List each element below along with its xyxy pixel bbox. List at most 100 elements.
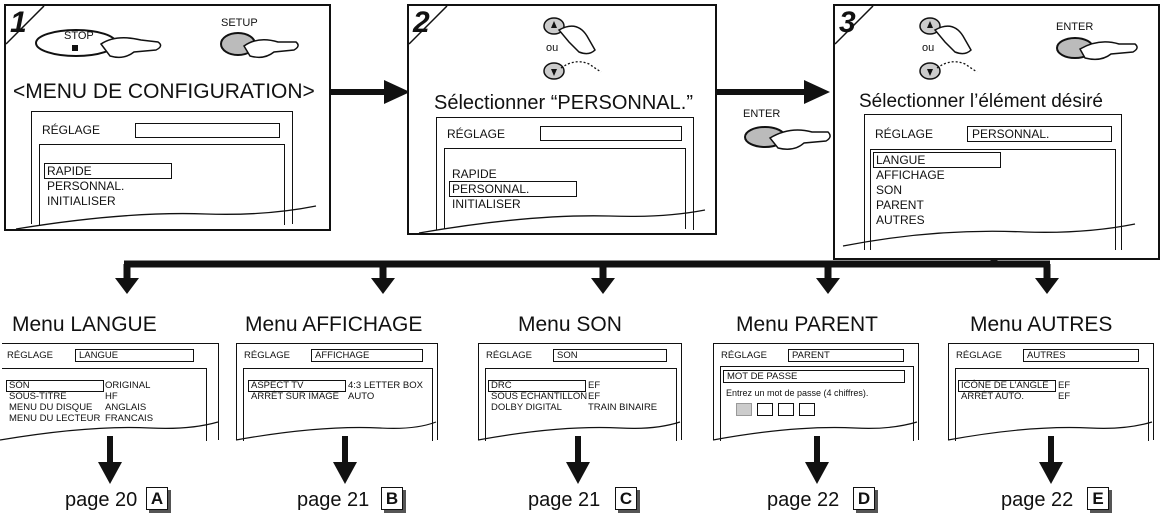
highlight-box — [488, 380, 586, 392]
menu-autres-screen: RÉGLAGE AUTRES ICÔNE DE L’ANGLE EF ARRÊT… — [948, 343, 1154, 441]
list-item: AFFICHAGE — [876, 168, 945, 182]
screen-header-label: RÉGLAGE — [244, 350, 290, 361]
or-label: ou — [922, 42, 935, 54]
row-label: DRC — [491, 380, 512, 391]
step-2-curl — [418, 209, 706, 233]
screen-list: LANGUE AFFICHAGE SON PARENT AUTRES — [870, 149, 1116, 250]
enter-button-label: ENTER — [1056, 21, 1094, 33]
step-1-panel: 1 STOP SETUP <MENU DE CONFIGURATION> RÉG… — [4, 4, 331, 231]
letter-d-badge: D — [853, 487, 875, 510]
highlight-box — [449, 181, 577, 197]
step-1-screen: RÉGLAGE RAPIDE PERSONNAL. INITIALISER — [31, 111, 293, 225]
letter-c-badge: C — [615, 487, 637, 510]
menu-parent-screen: RÉGLAGE PARENT MOT DE PASSE Entrez un mo… — [713, 343, 919, 441]
row-label: DOLBY DIGITAL — [491, 402, 562, 413]
row-value: EF — [1058, 391, 1071, 402]
menu-langue-screen: RÉGLAGE LANGUE SON ORIGINAL SOUS-TITRE H… — [2, 343, 219, 441]
screen-header-value-text: AFFICHAGE — [315, 350, 370, 361]
password-digit-4[interactable] — [799, 403, 815, 416]
step-3-panel: 3 ou ENTER Sélectionner l’élément désiré… — [833, 4, 1160, 260]
row-label: ARRÊT AUTO. — [961, 391, 1024, 402]
row-value: ORIGINAL — [105, 380, 151, 391]
screen-header-value-text: PERSONNAL. — [972, 127, 1050, 141]
highlight-box — [958, 380, 1056, 392]
password-digit-1[interactable] — [736, 403, 752, 416]
password-digit-2[interactable] — [757, 403, 773, 416]
menu-langue-title: Menu LANGUE — [12, 313, 157, 336]
row-value: TRAIN BINAIRE — [588, 402, 658, 413]
password-digit-3[interactable] — [778, 403, 794, 416]
page-ref-a: page 20 — [65, 489, 138, 511]
highlight-box — [6, 380, 104, 392]
setup-button-label: SETUP — [221, 17, 258, 29]
highlight-box — [248, 380, 346, 392]
step-2-screen: RÉGLAGE RAPIDE PERSONNAL. INITIALISER — [436, 117, 694, 230]
screen-header-value: AUTRES — [1023, 349, 1139, 362]
step-2-caption: Sélectionner “PERSONNAL.” — [434, 92, 693, 114]
page-ref-b: page 21 — [297, 489, 370, 511]
list-item: SON — [876, 183, 903, 197]
screen-header-value — [135, 123, 280, 138]
screen-header-label: RÉGLAGE — [956, 350, 1002, 361]
menu-affichage-title: Menu AFFICHAGE — [245, 313, 423, 336]
screen-header-label: RÉGLAGE — [7, 350, 53, 361]
password-prompt: Entrez un mot de passe (4 chiffres). — [726, 388, 869, 398]
step-3-number: 3 — [839, 6, 856, 39]
step-3-curl — [842, 223, 1136, 247]
row-label: ICÔNE DE L’ANGLE — [961, 380, 1049, 391]
menu-son-screen: RÉGLAGE SON DRC EF SOUS ÉCHANTILLON EF D… — [478, 343, 682, 441]
list-item: RAPIDE — [452, 167, 497, 181]
screen-header-value-text: AUTRES — [1027, 350, 1066, 361]
list-item: INITIALISER — [47, 194, 116, 208]
list-item: LANGUE — [876, 153, 926, 167]
letter-e-badge: E — [1087, 487, 1109, 510]
list-item: AUTRES — [876, 213, 925, 227]
row-label: SOUS-TITRE — [9, 391, 67, 402]
row-value: EF — [588, 380, 601, 391]
screen-list: RAPIDE PERSONNAL. INITIALISER — [39, 144, 285, 225]
screen-list: MOT DE PASSE Entrez un mot de passe (4 c… — [720, 366, 914, 441]
screen-header-label: RÉGLAGE — [721, 350, 767, 361]
screen-header-value: LANGUE — [75, 349, 194, 362]
letter-b-badge: B — [381, 487, 403, 510]
screen-header-value: PERSONNAL. — [967, 126, 1112, 142]
step-2-number: 2 — [413, 6, 430, 39]
step-3-decor — [835, 6, 1138, 80]
step-3-screen: RÉGLAGE PERSONNAL. LANGUE AFFICHAGE SON … — [864, 114, 1122, 250]
step-2-decor — [409, 6, 602, 80]
row-label: MENU DU DISQUE — [9, 402, 93, 413]
menu-autres-title: Menu AUTRES — [970, 313, 1113, 336]
list-item: PERSONNAL. — [47, 179, 125, 193]
step-1-curl — [15, 205, 317, 229]
screen-header-label: RÉGLAGE — [875, 127, 934, 141]
screen-header-label: RÉGLAGE — [486, 350, 532, 361]
list-item: INITIALISER — [452, 197, 521, 211]
screen-header-label: RÉGLAGE — [42, 123, 101, 137]
password-label: MOT DE PASSE — [727, 371, 798, 382]
row-value: FRANCAIS — [105, 413, 154, 424]
step-1-decor — [6, 6, 299, 59]
screen-header-value-text: SON — [557, 350, 578, 361]
or-label: ou — [546, 42, 559, 54]
row-label: ASPECT TV — [251, 380, 304, 391]
screen-list: RAPIDE PERSONNAL. INITIALISER — [444, 148, 686, 229]
highlight-box — [44, 163, 172, 179]
page-ref-d: page 22 — [767, 489, 840, 511]
enter-button-label: ENTER — [743, 108, 781, 120]
screen-list: DRC EF SOUS ÉCHANTILLON EF DOLBY DIGITAL… — [485, 368, 677, 441]
password-label-box: MOT DE PASSE — [723, 370, 905, 383]
row-value: EF — [588, 391, 601, 402]
page-ref-e: page 22 — [1001, 489, 1074, 511]
screen-list: ICÔNE DE L’ANGLE EF ARRÊT AUTO. EF — [955, 368, 1149, 441]
row-label: MENU DU LECTEUR — [9, 413, 101, 424]
screen-header-value — [540, 126, 682, 141]
highlight-box — [873, 152, 1001, 168]
stop-button-label: STOP — [64, 30, 94, 42]
step-1-caption: <MENU DE CONFIGURATION> — [13, 80, 315, 103]
row-label: ARRÊT SUR IMAGE — [251, 391, 339, 402]
row-label: SON — [9, 380, 30, 391]
screen-header-value: AFFICHAGE — [311, 349, 423, 362]
row-value: HF — [105, 391, 118, 402]
list-item: PERSONNAL. — [452, 182, 530, 196]
